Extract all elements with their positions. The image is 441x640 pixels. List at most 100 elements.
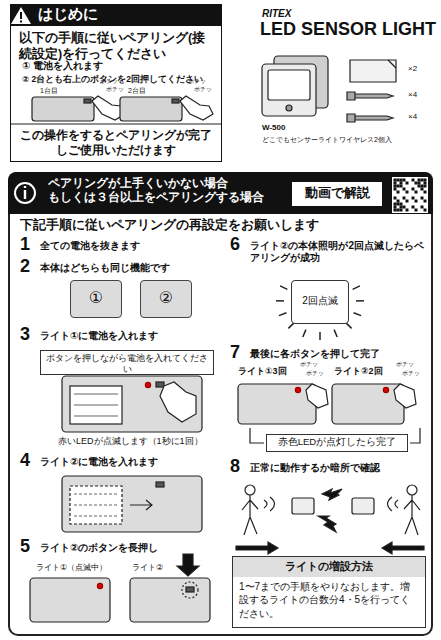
caption-text: W-500 [262, 123, 285, 133]
caption-text: 1台目 [40, 87, 58, 95]
sound-effect: ポチッ [194, 86, 212, 93]
caption-text: ライト②の本体照明が2回点滅したらペアリングが成功 [250, 240, 426, 264]
screw [347, 114, 393, 122]
light-unit [292, 498, 314, 514]
caption-text: ×2 [408, 64, 417, 74]
light-unit [352, 498, 374, 514]
separator-line [10, 123, 222, 124]
light-unit [30, 578, 110, 622]
caption-text: ライト② [132, 563, 163, 573]
screw [347, 92, 393, 100]
warning-band: ペアリングが上手くいかない場合 もしくは３台以上をペアリングする場合 動画で解説 [8, 172, 433, 214]
heading-band: はじめに [10, 4, 222, 26]
light-ray [303, 330, 306, 337]
flashing-light: 2回点滅 [291, 280, 349, 324]
box-text: ボタンを押しながら電池を入れてください [41, 353, 213, 374]
box-text: 動画で解説 [292, 185, 382, 201]
hand [180, 96, 213, 120]
sound-effect: ポチッ [188, 78, 206, 85]
step-number: 1 [20, 234, 30, 256]
motion-arrow [236, 542, 278, 554]
caption-text: ライト①（点滅中） [36, 563, 107, 573]
caption-text: ライト②2回 [334, 366, 383, 377]
step-number: 6 [230, 234, 240, 256]
video-button: 動画で解説 [292, 182, 382, 206]
hand [160, 382, 196, 422]
light-unit-box: ① [70, 280, 122, 318]
box-text: 1〜7までの手順をやりなおします。増設するライトの台数分4・5を行ってください。 [233, 580, 425, 625]
sound-effect: ポチッ [306, 370, 324, 377]
box-text: ② [141, 288, 191, 308]
note-box: ボタンを押しながら電池を入れてください [40, 350, 214, 375]
qr-code [392, 177, 428, 213]
step-number: 2 [20, 256, 30, 278]
caption-text: 最後に各ボタンを押して完了 [250, 348, 380, 360]
sound-effect: ポチッ [100, 78, 118, 85]
caption-text: ① 電池を入れます [22, 60, 103, 72]
repairing-panel: 下記手順に従いペアリングの再設定をお願いします ペアリングが上手くいかない場合 も… [8, 172, 433, 636]
sound-effect: ポチッ [300, 361, 318, 368]
light-unit [62, 476, 202, 532]
person-figure [404, 485, 420, 535]
caption-text: 2台目 [128, 87, 146, 95]
info-icon [15, 183, 35, 203]
caption-text: 全ての電池を抜きます [40, 240, 140, 252]
caption-text: 正常に動作するか暗所で確認 [250, 462, 380, 474]
sound-effect: ポチッ [396, 361, 414, 368]
caption-text: 本体はどちらも同じ機能です [40, 262, 170, 274]
caption-text: ライト②に電池を入れます [40, 456, 158, 468]
hand [394, 384, 416, 408]
caption-text: どこでもセンサーライトワイヤレス2個入 [262, 136, 392, 144]
warning-icon [11, 7, 31, 24]
product-light [262, 64, 316, 116]
step-number: 4 [20, 450, 30, 472]
sensor-wave [264, 497, 275, 511]
light-unit [120, 97, 182, 121]
person-figure [242, 485, 258, 535]
light-unit [238, 384, 316, 424]
wireless-bolt [318, 516, 336, 532]
light-ray [353, 286, 360, 289]
light-unit [32, 97, 94, 121]
light-unit [62, 376, 202, 432]
step-number: 3 [20, 324, 30, 346]
caption-text: 赤いLEDが点滅します（1秒に1回） [58, 436, 203, 447]
box-text: 下記手順に従いペアリングの再設定をお願いします [10, 218, 431, 234]
light-ray [319, 332, 321, 340]
caption-text: ×4 [408, 90, 417, 100]
light-ray [279, 313, 286, 316]
box-text: この操作をするとペアリングが完了しご使用いただけます [11, 128, 221, 158]
product-title: LED SENSOR LIGHT [260, 19, 436, 41]
motion-arrow [382, 542, 424, 554]
box-text: 2回点滅 [292, 295, 348, 308]
intro-panel: 以下の手順に従いペアリング(接続設定)を行ってくださいこの操作をするとペアリング… [10, 4, 222, 162]
light-unit [130, 578, 210, 622]
step-number: 8 [230, 456, 240, 478]
box-text: はじめに [10, 5, 222, 24]
box-text: 以下の手順に従いペアリング(接続設定)を行ってください [11, 31, 221, 62]
caption-text: ×4 [408, 112, 417, 122]
light-unit [332, 384, 404, 424]
step-number: 5 [20, 536, 30, 558]
box-text: ① [71, 288, 121, 308]
light-ray [334, 330, 337, 337]
box-text: ペアリングが上手くいかない場合 もしくは３台以上をペアリングする場合 [8, 176, 268, 205]
caption-text: RITEX [262, 8, 291, 20]
sound-effect: ポチッ [106, 86, 124, 93]
box-heading: ライトの増設方法 [233, 557, 425, 577]
step-number: 7 [230, 342, 240, 364]
caption-text: ライト②のボタンを長押し [40, 542, 158, 554]
light-ray [356, 300, 364, 302]
adhesive-pad [350, 60, 396, 82]
sound-effect: ポチッ [402, 370, 420, 377]
light-ray [280, 286, 287, 289]
caption-text: ライト①3回 [238, 366, 287, 377]
press-arrow [177, 554, 199, 576]
hand [306, 384, 328, 408]
caption-text: ライト①に電池を入れます [40, 330, 158, 342]
red-led [145, 382, 150, 387]
light-ray [354, 313, 361, 316]
add-light-box: ライトの増設方法 1〜7までの手順をやりなおします。増設するライトの台数分4・5を… [232, 556, 426, 628]
light-ray [346, 323, 352, 329]
